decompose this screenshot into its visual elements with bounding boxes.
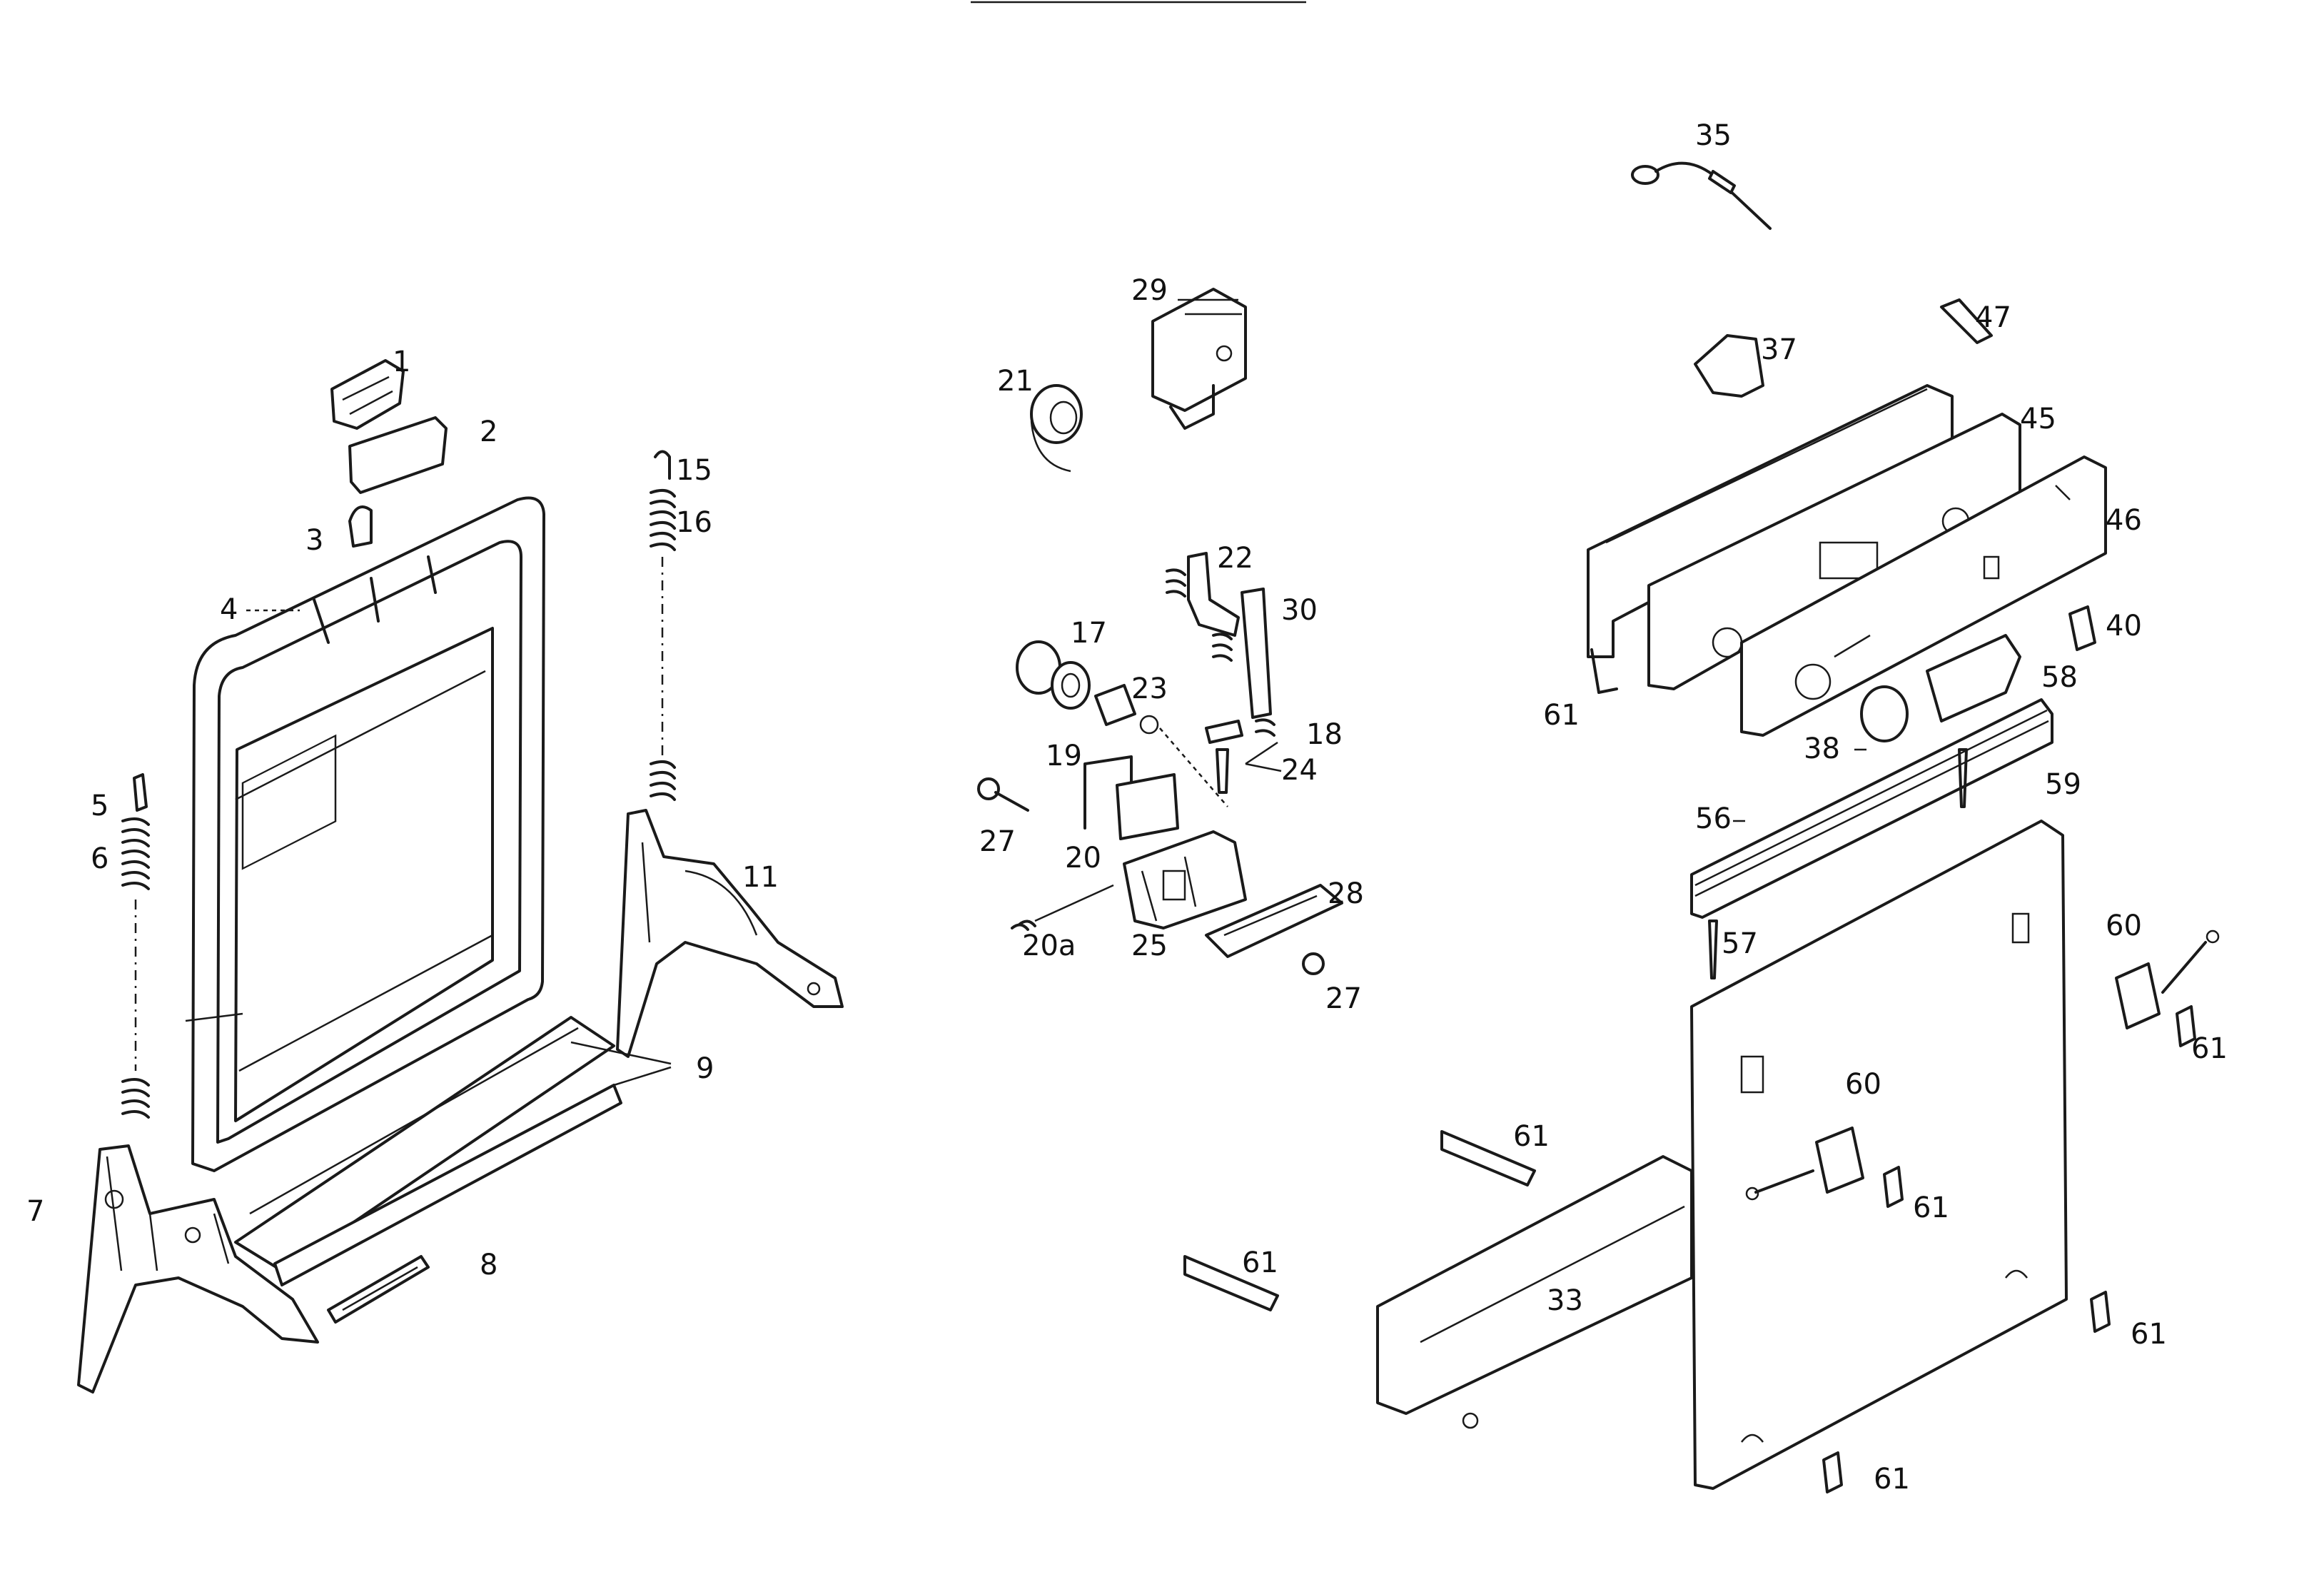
part-label: 47: [1975, 301, 2011, 334]
part-label: 35: [1695, 119, 1732, 152]
part-label: 40: [2106, 610, 2142, 643]
pin-part-27-a: [977, 777, 1029, 812]
part-label: 8: [480, 1249, 497, 1281]
part-label: 61: [1874, 1463, 1910, 1496]
button-part-40: [2068, 605, 2096, 651]
part-label: 56: [1695, 802, 1732, 835]
part-label: 27: [979, 825, 1016, 858]
part-label: 38: [1804, 732, 1840, 765]
part-label: 19: [1046, 740, 1082, 772]
hinge-part-11: [616, 809, 844, 1058]
part-label: 3: [305, 524, 323, 557]
bracket-part-30: [1212, 588, 1272, 719]
part-label: 23: [1131, 672, 1168, 705]
part-label: 22: [1217, 542, 1253, 575]
strip-part-8: [327, 1255, 430, 1324]
screw-part-57: [1708, 919, 1718, 979]
clip-part-47: [1940, 298, 1993, 344]
cap-part-17: [1016, 640, 1091, 710]
lock-body-part-25: [1123, 830, 1247, 929]
switch-module-part-38-58: [1860, 634, 2021, 742]
switch-part-29: [1151, 288, 1247, 430]
part-labels: 1 2 3 4 5 6 7 8 9 11 15 16 17 18 19 20 2…: [26, 119, 2228, 1496]
part-label: 57: [1722, 927, 1758, 960]
lock-part-60-b: [2115, 929, 2220, 1029]
cable-part-35: [1631, 161, 1772, 230]
part-label: 60: [1845, 1068, 1881, 1101]
part-label: 24: [1281, 754, 1318, 787]
latch-cover-part-2: [348, 416, 448, 494]
part-label: 18: [1306, 718, 1343, 751]
trim-part-33: [1376, 1155, 1693, 1429]
frame-part-28: [1205, 884, 1343, 958]
screw-part-59: [1958, 748, 1968, 808]
part-label: 16: [676, 506, 712, 539]
part-label: 2: [480, 415, 497, 448]
bracket-part-37: [1694, 334, 1764, 398]
pin-part-27-b: [1302, 952, 1325, 975]
part-label: 17: [1071, 617, 1107, 650]
spring-part-22: [1166, 552, 1240, 637]
seal-part-56: [1690, 698, 2053, 919]
part-label: 29: [1131, 274, 1168, 307]
part-label: 20a: [1022, 929, 1076, 962]
part-label: 9: [696, 1052, 714, 1085]
pad-part-20: [1116, 773, 1179, 840]
part-label: 27: [1325, 982, 1362, 1015]
part-label: 6: [91, 842, 108, 875]
part-label: 61: [1513, 1120, 1550, 1153]
part-label: 37: [1761, 333, 1797, 366]
leader-lines: [246, 609, 1866, 822]
part-label: 58: [2041, 661, 2078, 694]
part-label: 5: [91, 790, 108, 822]
part-label: 30: [1281, 594, 1318, 627]
screw-part-24: [1205, 718, 1275, 794]
facia-part-46: [1740, 455, 2107, 737]
part-label: 21: [997, 365, 1034, 398]
part-label: 59: [2045, 768, 2081, 801]
part-label: 4: [220, 593, 238, 626]
hinge-part-7: [77, 1144, 319, 1394]
part-label: 1: [393, 346, 410, 378]
part-label: 25: [1131, 929, 1168, 962]
part-label: 15: [676, 454, 712, 487]
spring-part-20a: [1011, 884, 1114, 931]
outer-door-panel: [1690, 820, 2068, 1490]
part-label: 20: [1065, 842, 1101, 875]
part-label: 28: [1328, 877, 1364, 910]
part-label: 61: [1543, 699, 1580, 732]
door-latch-part-1: [330, 359, 405, 430]
part-label: 61: [1913, 1191, 1949, 1224]
part-label: 33: [1547, 1284, 1583, 1317]
part-label: 45: [2020, 403, 2056, 435]
gasket-part-19: [1083, 755, 1133, 830]
part-label: 46: [2106, 504, 2142, 537]
rail-part-9: [234, 1016, 622, 1286]
part-label: 7: [26, 1195, 44, 1228]
door-frame: [191, 496, 545, 1172]
clip-part-61-set: [1183, 1005, 2196, 1493]
spring-part-5-6: [121, 773, 150, 1119]
lock-part-60-a: [1745, 1127, 1864, 1201]
part-label: 61: [1242, 1246, 1278, 1279]
part-label: 11: [742, 861, 779, 894]
clip-part-3: [348, 505, 373, 548]
connector-part-23: [1094, 684, 1228, 807]
part-label: 61: [2131, 1318, 2167, 1351]
part-label: 60: [2106, 910, 2142, 942]
spring-part-15-16: [650, 450, 676, 801]
part-label: 61: [2191, 1032, 2228, 1065]
knob-part-21: [1030, 384, 1083, 473]
